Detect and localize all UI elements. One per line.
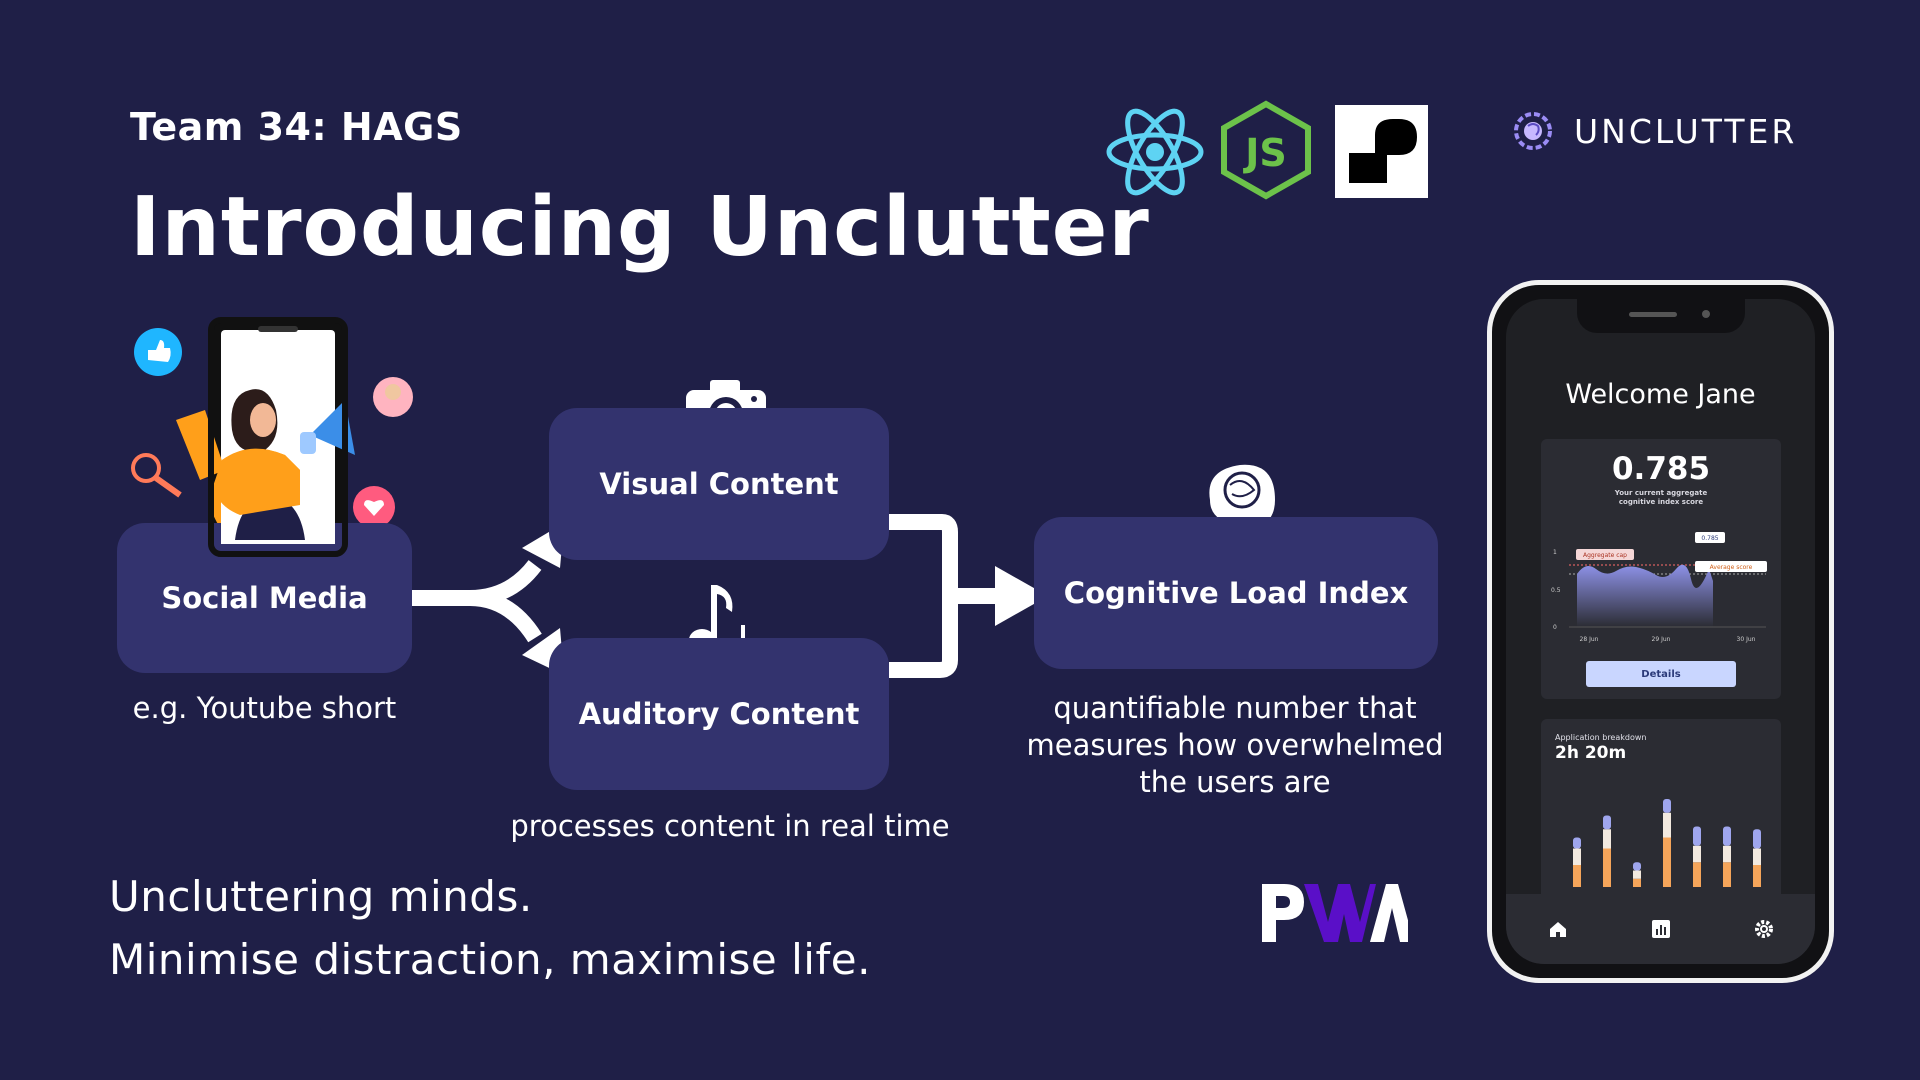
- bottom-tab-bar: [1506, 894, 1815, 964]
- score-description: Your current aggregate cognitive index s…: [1541, 489, 1781, 507]
- brain-gear-icon: [1514, 112, 1552, 150]
- y-tick: 1: [1553, 549, 1557, 556]
- team-name: Team 34: HAGS: [130, 105, 463, 149]
- bar-segment: [1603, 829, 1611, 849]
- cli-caption-line: the users are: [1139, 765, 1331, 799]
- bar-segment: [1603, 848, 1611, 887]
- home-icon[interactable]: [1547, 918, 1569, 940]
- bar-segment: [1663, 799, 1671, 813]
- prisma-logo: [1335, 105, 1428, 198]
- bar-segment: [1753, 848, 1761, 865]
- bar-segment: [1693, 826, 1701, 846]
- breakdown-label: Application breakdown: [1555, 733, 1647, 742]
- score-sub-line: Your current aggregate: [1614, 489, 1708, 497]
- y-tick: 0: [1553, 624, 1557, 631]
- social-media-illustration: [131, 320, 413, 554]
- score-card: 0.785 Your current aggregate cognitive i…: [1541, 439, 1781, 699]
- cognitive-load-caption: quantifiable number that measures how ov…: [1010, 690, 1460, 801]
- bar-segment: [1753, 865, 1761, 887]
- cli-caption-line: measures how overwhelmed: [1026, 728, 1444, 762]
- application-breakdown-chart: MTWTFSS: [1573, 799, 1761, 905]
- score-trend-chart: 0.785 1 0.5 0 Aggregate cap Average scor…: [1551, 532, 1767, 643]
- phone-notch: [1576, 299, 1745, 333]
- bar-segment: [1573, 865, 1581, 887]
- welcome-heading: Welcome Jane: [1565, 379, 1756, 410]
- bar-segment: [1723, 845, 1731, 863]
- visual-content-box: Visual Content: [549, 408, 889, 560]
- score-sub-line: cognitive index score: [1618, 498, 1704, 506]
- tagline-line-2: Minimise distraction, maximise life.: [109, 935, 871, 984]
- page-title: Introducing Unclutter: [130, 180, 1150, 275]
- nodejs-logo: JS: [1221, 100, 1311, 200]
- social-media-caption: e.g. Youtube short: [132, 691, 397, 725]
- auditory-content-box: Auditory Content: [549, 638, 889, 790]
- score-badge: 0.785: [1701, 535, 1718, 542]
- pwa-logo: [1262, 884, 1408, 942]
- process-caption: processes content in real time: [510, 809, 950, 843]
- cli-caption-line: quantifiable number that: [1053, 691, 1417, 725]
- stats-icon[interactable]: [1650, 918, 1672, 940]
- cognitive-score: 0.785: [1611, 451, 1711, 487]
- phone-screen: Welcome Jane 0.785 Your current aggregat…: [1506, 299, 1815, 964]
- bar-segment: [1573, 837, 1581, 849]
- bar-segment: [1573, 848, 1581, 865]
- social-media-box: Social Media: [117, 523, 412, 673]
- details-button[interactable]: Details: [1586, 661, 1736, 687]
- bar-segment: [1693, 862, 1701, 887]
- x-tick: 30 Jun: [1737, 636, 1756, 643]
- average-score-label: Average score: [1710, 564, 1753, 571]
- bar-segment: [1693, 845, 1701, 863]
- bar-segment: [1753, 829, 1761, 849]
- bar-segment: [1633, 862, 1641, 871]
- merge-arrow: [889, 514, 958, 678]
- brand-name: UNCLUTTER: [1574, 111, 1798, 151]
- svg-text:JS: JS: [1242, 131, 1287, 175]
- breakdown-value: 2h 20m: [1555, 743, 1627, 763]
- bar-segment: [1723, 862, 1731, 887]
- bar-segment: [1633, 870, 1641, 879]
- bar-segment: [1663, 837, 1671, 887]
- cognitive-load-index-box: Cognitive Load Index: [1034, 517, 1438, 669]
- bar-segment: [1633, 878, 1641, 887]
- bar-segment: [1663, 812, 1671, 838]
- application-breakdown-card: Application breakdown 2h 20m MTWTFSS: [1541, 719, 1781, 919]
- brand: UNCLUTTER: [1510, 108, 1797, 154]
- react-logo: [1106, 108, 1204, 196]
- x-tick: 29 Jun: [1652, 636, 1671, 643]
- x-tick: 28 Jun: [1580, 636, 1599, 643]
- phone-mockup: Welcome Jane 0.785 Your current aggregat…: [1487, 280, 1834, 983]
- settings-icon[interactable]: [1753, 918, 1775, 940]
- y-tick: 0.5: [1551, 587, 1561, 594]
- split-arrow: [412, 559, 542, 606]
- bar-segment: [1723, 826, 1731, 846]
- aggregate-cap-label: Aggregate cap: [1583, 552, 1627, 559]
- tagline-line-1: Uncluttering minds.: [109, 872, 533, 921]
- bar-segment: [1603, 815, 1611, 830]
